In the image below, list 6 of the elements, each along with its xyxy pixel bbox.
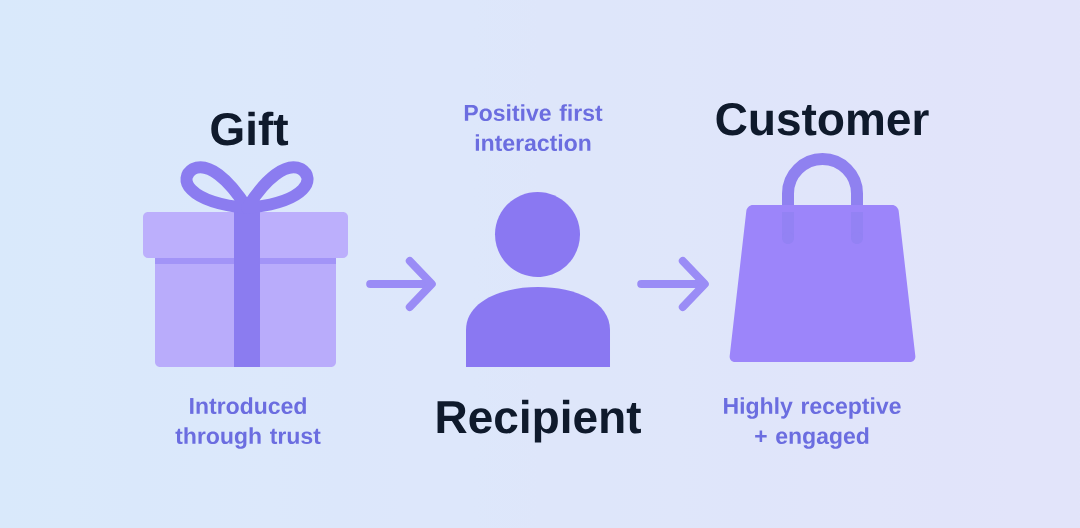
heading: Recipient (437, 399, 641, 443)
node-label: Highly receptive + engaged (724, 397, 901, 449)
node-label: Positive first interaction (464, 104, 603, 152)
heading: Gift (211, 111, 289, 146)
node-label: Introduced through trust (175, 397, 321, 449)
heading: Customer (716, 102, 929, 136)
